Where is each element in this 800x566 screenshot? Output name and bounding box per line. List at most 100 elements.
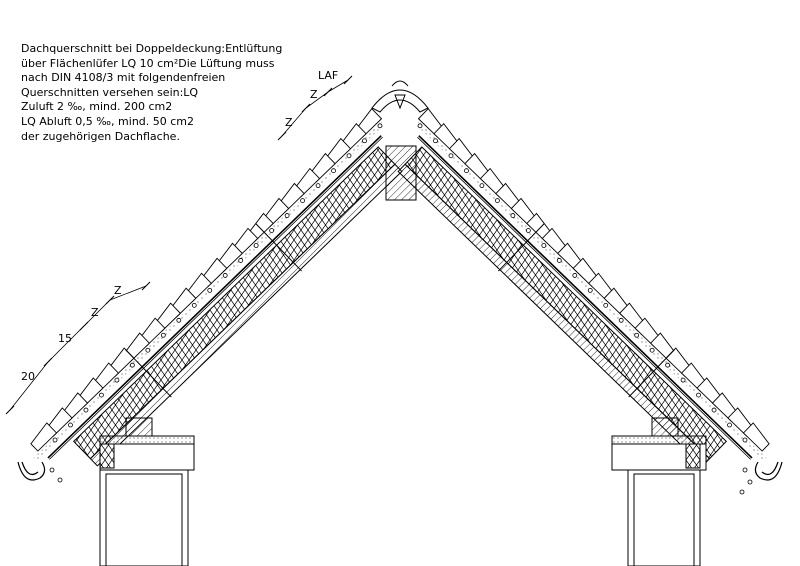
batten-section <box>315 183 321 189</box>
section-joint-right <box>628 349 675 398</box>
batten-section <box>727 422 732 428</box>
batten-section <box>145 347 151 353</box>
batten-section <box>603 302 609 308</box>
batten-section <box>634 332 640 338</box>
batten-section <box>114 377 120 383</box>
roof-slope-right <box>397 108 770 467</box>
dimension-tick <box>43 357 53 367</box>
batten-section <box>587 287 593 293</box>
batten-section <box>711 407 717 413</box>
batten-section <box>346 153 352 159</box>
ridge-cap-tile <box>371 89 429 113</box>
ridge-beam <box>385 145 417 201</box>
batten-section <box>222 273 228 278</box>
dim-label-15: 15 <box>58 332 72 345</box>
eave-plate-left <box>99 443 195 471</box>
gravel-dot <box>49 467 55 473</box>
gutter-right <box>754 461 783 481</box>
batten-section <box>160 332 166 338</box>
batten-section <box>525 228 531 233</box>
dim-label-z-ridge-2: Z <box>285 116 293 129</box>
batten-section <box>665 362 671 368</box>
roof-tile <box>742 422 770 452</box>
note-line-4: Querschnitten versehen sein:LQ <box>21 85 199 99</box>
dim-label-z-eave-1: Z <box>114 284 122 297</box>
dim-chain-ridge <box>277 75 353 141</box>
ridge-clip <box>391 80 409 110</box>
gravel-dot <box>742 467 748 473</box>
batten-section <box>99 392 104 398</box>
batten-section <box>129 362 135 368</box>
dimension-tick <box>301 103 311 113</box>
wall-inner-right <box>633 473 695 566</box>
batten-section <box>572 273 578 278</box>
batten-section <box>362 138 367 144</box>
roof-tile <box>30 422 58 452</box>
batten-section <box>556 258 562 263</box>
section-joint-left <box>125 349 172 398</box>
membrane-line-left <box>47 135 382 459</box>
membrane-line-left <box>49 136 383 460</box>
gravel-dot <box>739 489 745 495</box>
batten-section <box>464 168 469 174</box>
batten-section <box>68 422 73 428</box>
wall-right <box>611 417 707 566</box>
wall-left <box>99 417 195 566</box>
wall-plate-right <box>651 417 679 437</box>
insulation-band-left <box>73 146 396 460</box>
edge-insulation-left <box>99 443 115 469</box>
ventilation-note: Dachquerschnitt bei Doppeldeckung:Entlüf… <box>21 42 321 144</box>
note-line-6: LQ Abluft 0,5 ‰, mind. 50 cm2 <box>21 114 195 128</box>
batten-section <box>680 377 686 383</box>
dimension-tick <box>79 321 89 331</box>
note-line-2: über Flächenlüfer LQ 10 cm²Die Lüftung m… <box>21 56 275 70</box>
batten-section <box>417 123 423 129</box>
dimension-tick <box>343 75 353 85</box>
dimension-tick <box>141 281 151 291</box>
note-line-1: Dachquerschnitt bei Doppeldeckung:Entlüf… <box>21 42 283 55</box>
batten-section <box>331 168 336 174</box>
dimension-chains <box>5 75 353 415</box>
membrane-line-right <box>418 135 753 459</box>
batten-section <box>510 213 516 218</box>
wall-inner-left <box>105 473 183 566</box>
batten-section <box>253 243 259 248</box>
dim-label-z-ridge-1: Z <box>310 88 318 101</box>
batten-section <box>269 228 275 233</box>
edge-insulation-right <box>685 443 701 469</box>
batten-section <box>207 287 213 293</box>
dimension-tick <box>323 87 333 97</box>
membrane-line-right <box>417 136 751 460</box>
batten-section <box>649 347 655 353</box>
dimension-tick <box>105 295 115 305</box>
batten-section <box>495 198 500 204</box>
dim-chain-eave <box>5 281 151 415</box>
note-line-7: der zugehörigen Dachflache. <box>21 129 180 143</box>
wall-plate-left <box>125 417 153 437</box>
batten-section <box>52 437 58 443</box>
batten-section <box>300 198 305 204</box>
roof-slope-left <box>30 108 403 467</box>
dimension-tick <box>5 405 15 415</box>
batten-section <box>238 258 244 263</box>
section-joint-right <box>497 223 545 272</box>
batten-section <box>433 138 438 144</box>
dim-label-z-eave-2: Z <box>91 306 99 319</box>
batten-section <box>377 123 383 129</box>
dim-chain-ridge-line <box>281 79 349 137</box>
batten-section <box>618 317 624 323</box>
batten-section <box>696 392 701 398</box>
batten-section <box>83 407 89 413</box>
note-line-5: Zuluft 2 ‰, mind. 200 cm2 <box>21 100 173 114</box>
ceiling-board-left <box>99 435 195 445</box>
ceiling-board-right <box>611 435 707 445</box>
walls-and-plates <box>49 417 753 566</box>
dim-label-laf: LAF <box>318 69 338 82</box>
batten-section <box>742 437 748 443</box>
batten-section <box>284 213 290 218</box>
gravel-dot <box>57 477 63 483</box>
note-line-3: nach DIN 4108/3 mit folgendenfreien <box>21 71 226 85</box>
batten-section <box>448 153 454 159</box>
batten-section <box>176 317 182 323</box>
